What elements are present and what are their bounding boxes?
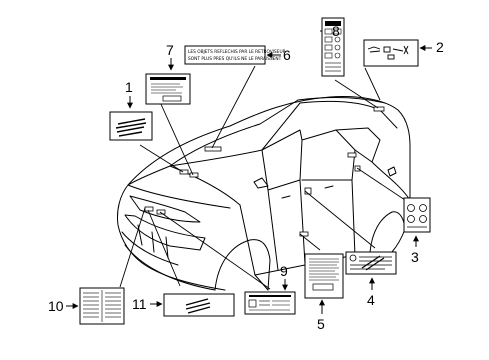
- label-2: [363, 39, 419, 67]
- callout-1: 1: [125, 79, 133, 95]
- label-3: [403, 197, 431, 233]
- label-10: [79, 287, 125, 325]
- car-label-markers: [144, 106, 385, 237]
- callout-2: 2: [436, 39, 444, 55]
- callout-5: 5: [317, 316, 325, 332]
- callout-9: 9: [280, 263, 288, 279]
- label-9: [244, 291, 296, 315]
- callout-numbers: 1 2 3 4 5 6 7 8 9 10 11: [48, 23, 444, 332]
- label-5: [304, 253, 344, 299]
- callout-6: 6: [283, 47, 291, 63]
- callout-7: 7: [166, 42, 174, 58]
- label-6-line-2: SONT PLUS PRES QU'ILS NE LE PARAISSENT: [188, 56, 282, 62]
- label-7: [145, 73, 191, 105]
- label-4: [345, 251, 397, 275]
- label-1: [109, 111, 153, 141]
- leader-lines: [119, 65, 406, 290]
- callout-10: 10: [48, 298, 64, 314]
- label-6: LES OBJETS REFLECHIS PAR LE RETROVISEUR …: [184, 45, 286, 65]
- callout-4: 4: [367, 292, 375, 308]
- callout-8: 8: [332, 23, 340, 39]
- label-8: [321, 17, 345, 77]
- label-6-line-1: LES OBJETS REFLECHIS PAR LE RETROVISEUR: [188, 49, 286, 55]
- label-11: [163, 293, 235, 317]
- callout-11: 11: [132, 296, 147, 312]
- callout-3: 3: [411, 249, 419, 265]
